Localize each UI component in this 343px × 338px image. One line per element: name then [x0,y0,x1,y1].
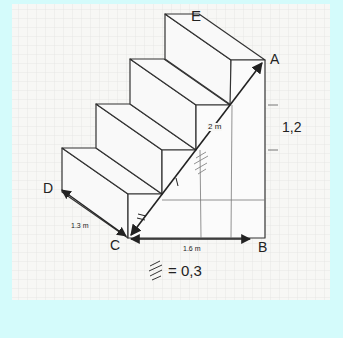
point-letter: C [109,238,121,252]
stair-face [165,14,265,60]
point-letter: A [269,52,280,66]
stairs [62,14,265,238]
tick-marks [137,178,178,220]
stair-side [128,60,265,238]
point-letter: E [190,8,202,23]
dimension-arrow [62,190,126,236]
point-letter: B [257,240,268,254]
dimension-label: 1.3 m [70,222,90,229]
diagonal-arrow [131,63,262,235]
pencil-lines [162,105,265,238]
paper [12,4,330,300]
point-letter: D [42,181,54,195]
hatch-symbol [149,261,162,280]
paper-grid [12,4,330,300]
dimension-tick [268,150,278,151]
dimension-label: 1.6 m [182,245,202,252]
note-label: = 0,3 [167,263,203,278]
dimension-label: 2 m [207,123,222,131]
dimension-tick [268,105,278,106]
dimension-label: 1,2 [281,120,302,134]
dimension-arrow [131,238,250,239]
